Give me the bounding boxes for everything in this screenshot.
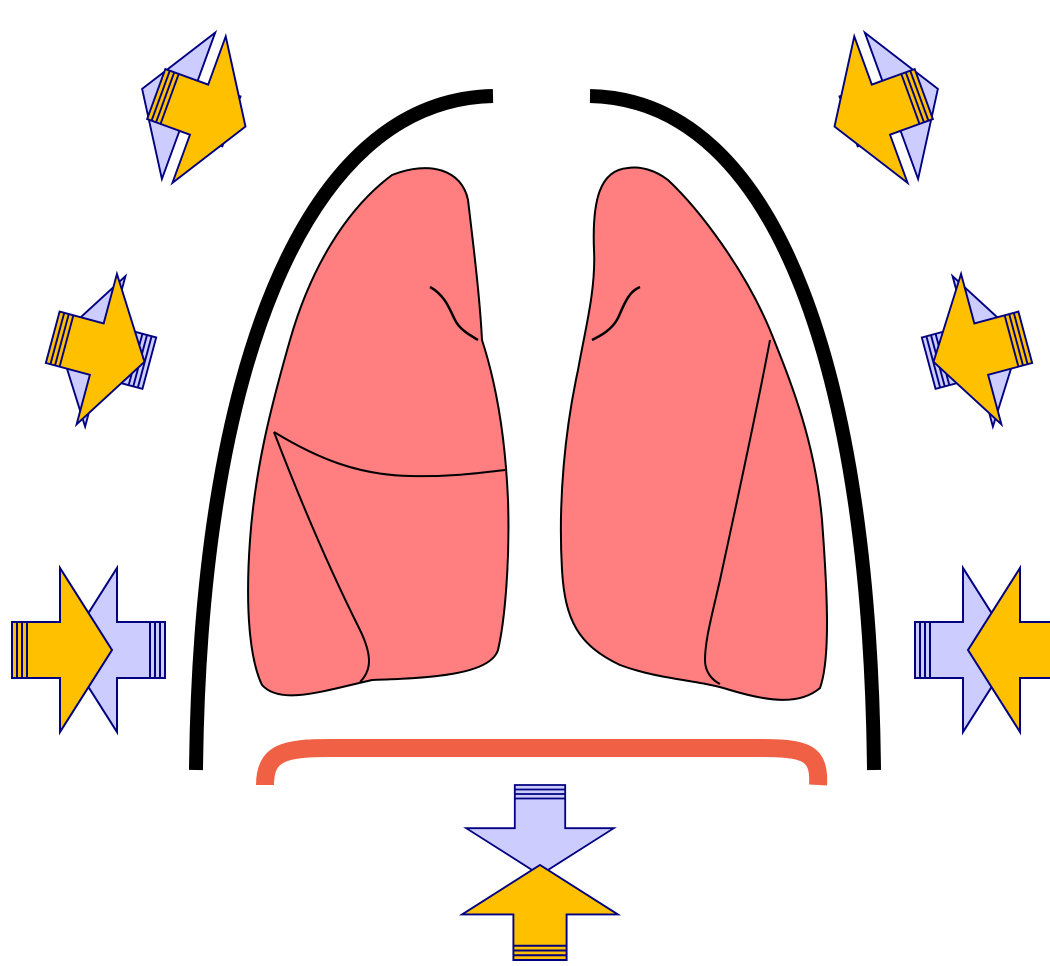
- arrow-pair-upper-right: [808, 16, 965, 200]
- arrow-pair-upper-left: [115, 16, 272, 200]
- inward-arrow: [462, 865, 618, 960]
- inward-arrow: [968, 568, 1050, 732]
- arrow-pair-middle-left: [33, 262, 170, 438]
- arrow-pair-middle-right: [909, 262, 1046, 438]
- outward-arrow: [466, 785, 614, 875]
- diaphragm: [265, 748, 818, 785]
- inward-arrow: [12, 568, 112, 732]
- arrow-pair-lower-left: [12, 568, 165, 732]
- arrow-pair-bottom: [462, 785, 618, 960]
- arrow-pair-lower-right: [915, 568, 1050, 732]
